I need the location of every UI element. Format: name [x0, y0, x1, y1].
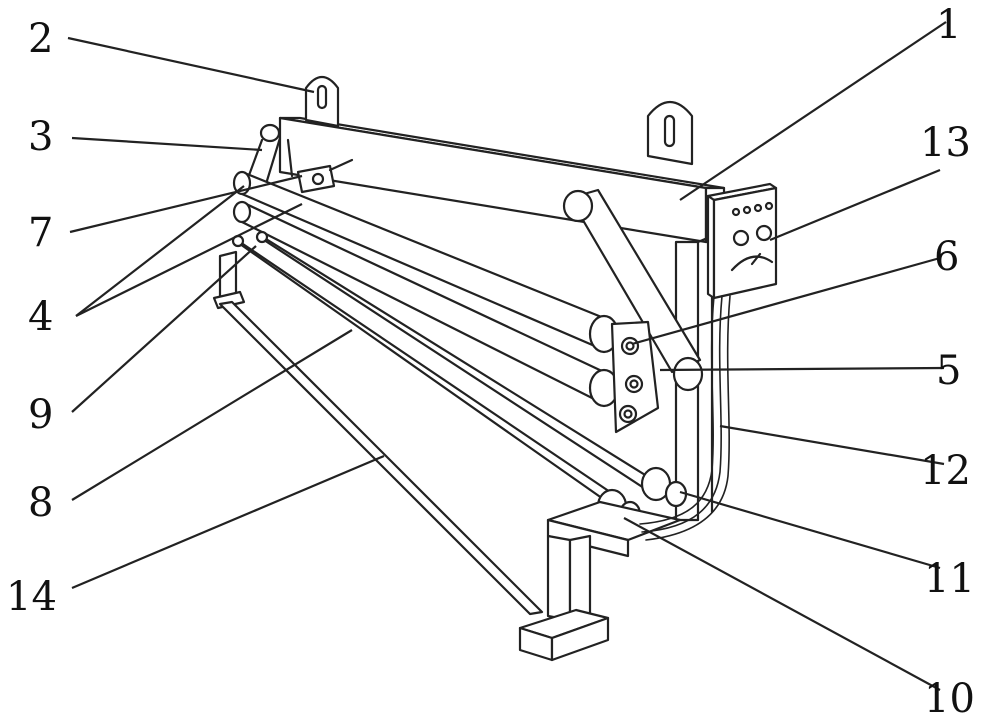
label-11: 11 [924, 556, 975, 602]
label-6: 6 [934, 234, 959, 280]
label-8: 8 [28, 480, 53, 526]
label-13: 13 [920, 120, 971, 166]
label-14: 14 [6, 574, 57, 620]
drive-roller-2 [640, 466, 688, 508]
upper-roller-2 [232, 200, 620, 408]
label-2: 2 [28, 16, 53, 62]
label-9: 9 [28, 392, 53, 438]
right-swing-arm [562, 188, 702, 374]
label-1: 1 [936, 2, 961, 48]
part-labels: 1 2 3 7 4 13 6 5 9 12 8 11 14 10 [6, 2, 975, 722]
label-7: 7 [28, 210, 53, 256]
clamp-block [296, 158, 354, 194]
hanging-lug-left [304, 75, 340, 128]
label-12: 12 [920, 448, 971, 494]
left-swing-arm [246, 123, 294, 186]
label-3: 3 [28, 114, 53, 160]
cables [639, 295, 731, 541]
leader-lines [67, 21, 947, 691]
lower-shafts [231, 230, 652, 510]
base-frame [518, 500, 682, 662]
control-box [706, 182, 778, 300]
side-plate [610, 320, 704, 434]
hanging-lug-right [646, 100, 694, 166]
label-4: 4 [28, 294, 53, 340]
label-5: 5 [936, 348, 961, 394]
label-10: 10 [924, 676, 975, 722]
